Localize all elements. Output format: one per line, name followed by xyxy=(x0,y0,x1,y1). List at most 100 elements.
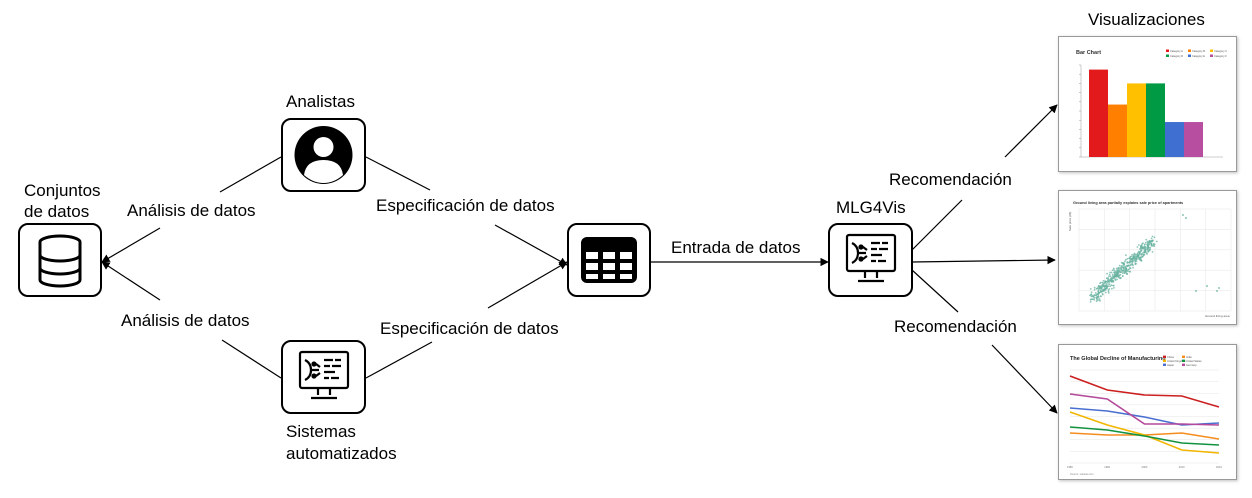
scatter-point xyxy=(1131,253,1134,256)
scatter-point xyxy=(1114,275,1117,277)
scatter-point xyxy=(1147,246,1150,249)
scatter-point xyxy=(1097,291,1100,294)
scatter-point xyxy=(1107,281,1110,283)
scatter-point xyxy=(1145,238,1148,241)
scatter-point xyxy=(1112,284,1115,287)
scatter-point xyxy=(1107,290,1110,293)
legend-label: Category C xyxy=(1214,49,1227,53)
scatter-point xyxy=(1136,252,1139,255)
scatter-point xyxy=(1103,282,1106,285)
legend-swatch xyxy=(1188,54,1191,57)
series-line xyxy=(1069,375,1220,408)
scatter-point xyxy=(1136,253,1139,256)
line-chart-title: The Global Decline of Manufacturing xyxy=(1070,356,1166,362)
database-icon xyxy=(38,234,82,288)
legend-swatch xyxy=(1182,355,1185,358)
series-line xyxy=(1069,426,1220,446)
scatter-point xyxy=(1151,251,1154,253)
scatter-point xyxy=(1133,256,1135,258)
scatter-point xyxy=(1139,248,1141,250)
scatter-point xyxy=(1111,275,1114,278)
scatter-point xyxy=(1110,271,1113,274)
scatter-point xyxy=(1131,258,1134,260)
scatter-point xyxy=(1132,259,1135,262)
scatter-point xyxy=(1218,287,1220,289)
scatter-point xyxy=(1155,240,1158,243)
scatter-point xyxy=(1119,273,1122,276)
table-node xyxy=(567,223,651,297)
bar-chart-title: Bar Chart xyxy=(1076,50,1101,56)
bar xyxy=(1184,122,1203,157)
scatter-point xyxy=(1098,287,1101,289)
scatter-point xyxy=(1138,244,1140,246)
scatter-point xyxy=(1149,246,1152,249)
scatter-point xyxy=(1121,275,1124,277)
scatter-point xyxy=(1113,271,1115,274)
scatter-point xyxy=(1116,278,1118,281)
scatter-point xyxy=(1098,288,1100,291)
legend-swatch xyxy=(1188,49,1191,52)
edge-rec-line-b xyxy=(991,344,1058,414)
visualizations-label: Visualizaciones xyxy=(1088,10,1205,29)
scatter-point xyxy=(1129,267,1132,270)
scatter-point xyxy=(1100,286,1102,289)
scatter-point xyxy=(1132,264,1134,267)
scatter-point xyxy=(1115,271,1118,274)
scatter-point xyxy=(1101,284,1104,287)
scatter-point xyxy=(1089,294,1091,297)
scatter-xlabel: Ground living area xyxy=(1205,314,1230,318)
edge-analysts-table-a xyxy=(365,156,431,191)
bar xyxy=(1089,69,1108,157)
scatter-point xyxy=(1108,273,1111,276)
scatter-point xyxy=(1118,277,1121,280)
scatter-point xyxy=(1134,260,1136,263)
scatter-point xyxy=(1096,298,1098,301)
scatter-point xyxy=(1107,292,1110,294)
table-icon xyxy=(581,237,637,283)
scatter-point xyxy=(1141,246,1144,249)
scatter-point xyxy=(1124,270,1126,273)
scatter-point xyxy=(1115,275,1118,277)
ml-monitor-icon xyxy=(845,233,897,283)
systems-node xyxy=(281,340,366,414)
scatter-chart: Ground living area partially explains sa… xyxy=(1068,201,1232,318)
scatter-point xyxy=(1109,275,1112,278)
scatter-point xyxy=(1139,251,1142,254)
datasets-label: Conjuntos de datos xyxy=(24,181,101,221)
scatter-point xyxy=(1090,291,1093,293)
legend-swatch xyxy=(1182,363,1185,366)
scatter-point xyxy=(1216,290,1218,292)
scatter-point xyxy=(1111,287,1113,290)
scatter-point xyxy=(1106,272,1108,275)
legend-label: Category D xyxy=(1170,54,1183,58)
scatter-point xyxy=(1096,295,1099,298)
scatter-point xyxy=(1109,271,1111,274)
scatter-point xyxy=(1107,283,1109,285)
scatter-point xyxy=(1127,269,1130,271)
scatter-point xyxy=(1146,244,1149,247)
edge-analysts-datasets-b xyxy=(101,227,161,263)
mlg4vis-label: MLG4Vis xyxy=(836,198,906,217)
scatter-point xyxy=(1126,257,1129,260)
scatter-point xyxy=(1094,292,1097,294)
legend-swatch xyxy=(1210,54,1213,57)
scatter-point xyxy=(1125,272,1128,275)
scatter-point xyxy=(1109,285,1112,288)
analysts-label: Analistas xyxy=(286,92,355,111)
x-tick-label: 1990 xyxy=(1104,465,1110,469)
scatter-point xyxy=(1151,240,1153,243)
scatter-point xyxy=(1097,285,1100,287)
scatter-point xyxy=(1130,257,1132,260)
scatter-point xyxy=(1121,270,1124,273)
scatter-point xyxy=(1111,277,1114,279)
scatter-point xyxy=(1149,241,1151,244)
scatter-point xyxy=(1106,285,1109,288)
legend-swatch xyxy=(1166,54,1169,57)
legend-label: United States xyxy=(1186,359,1202,363)
legend-swatch xyxy=(1163,363,1166,366)
scatter-point xyxy=(1147,249,1149,252)
series-line xyxy=(1069,411,1220,454)
scatter-point xyxy=(1135,258,1138,261)
